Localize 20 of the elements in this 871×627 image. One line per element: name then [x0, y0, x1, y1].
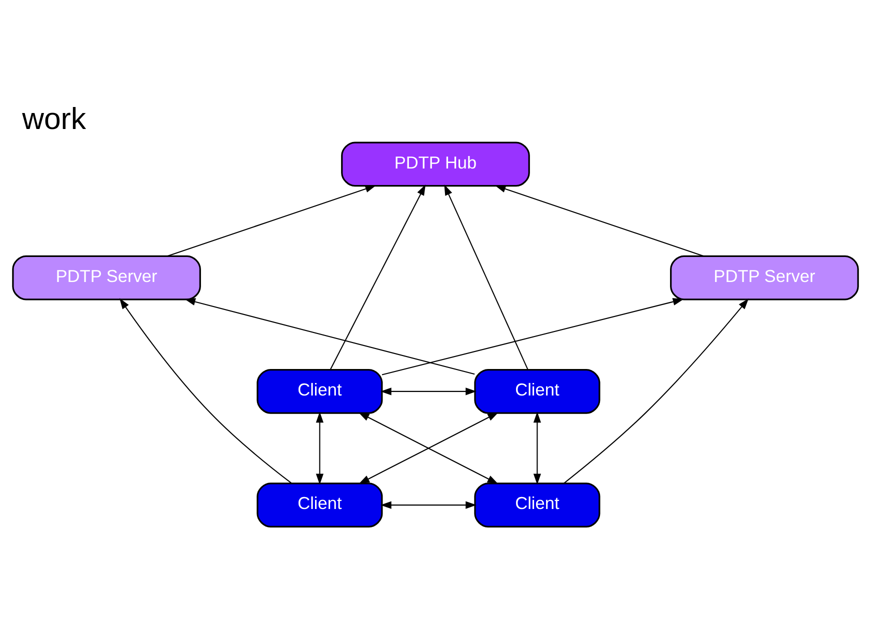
arrow	[380, 388, 476, 396]
node-box: PDTP Hub	[341, 142, 530, 187]
arrow	[167, 185, 376, 257]
arrow	[444, 184, 528, 370]
arrow	[380, 501, 476, 509]
node-box: Client	[474, 368, 600, 414]
arrow	[330, 184, 426, 370]
arrow	[382, 298, 684, 376]
arrow	[494, 185, 704, 257]
node-box: Client	[256, 368, 383, 414]
arrow	[533, 412, 541, 485]
node-box: Client	[474, 482, 600, 528]
diagram-title: work	[22, 102, 86, 136]
arrow	[184, 298, 475, 375]
node-box: Client	[256, 482, 383, 528]
arrow	[564, 298, 749, 484]
node-box: PDTP Server	[670, 255, 859, 300]
arrow	[316, 412, 324, 485]
node-box: PDTP Server	[12, 255, 201, 300]
arrow	[119, 298, 292, 484]
